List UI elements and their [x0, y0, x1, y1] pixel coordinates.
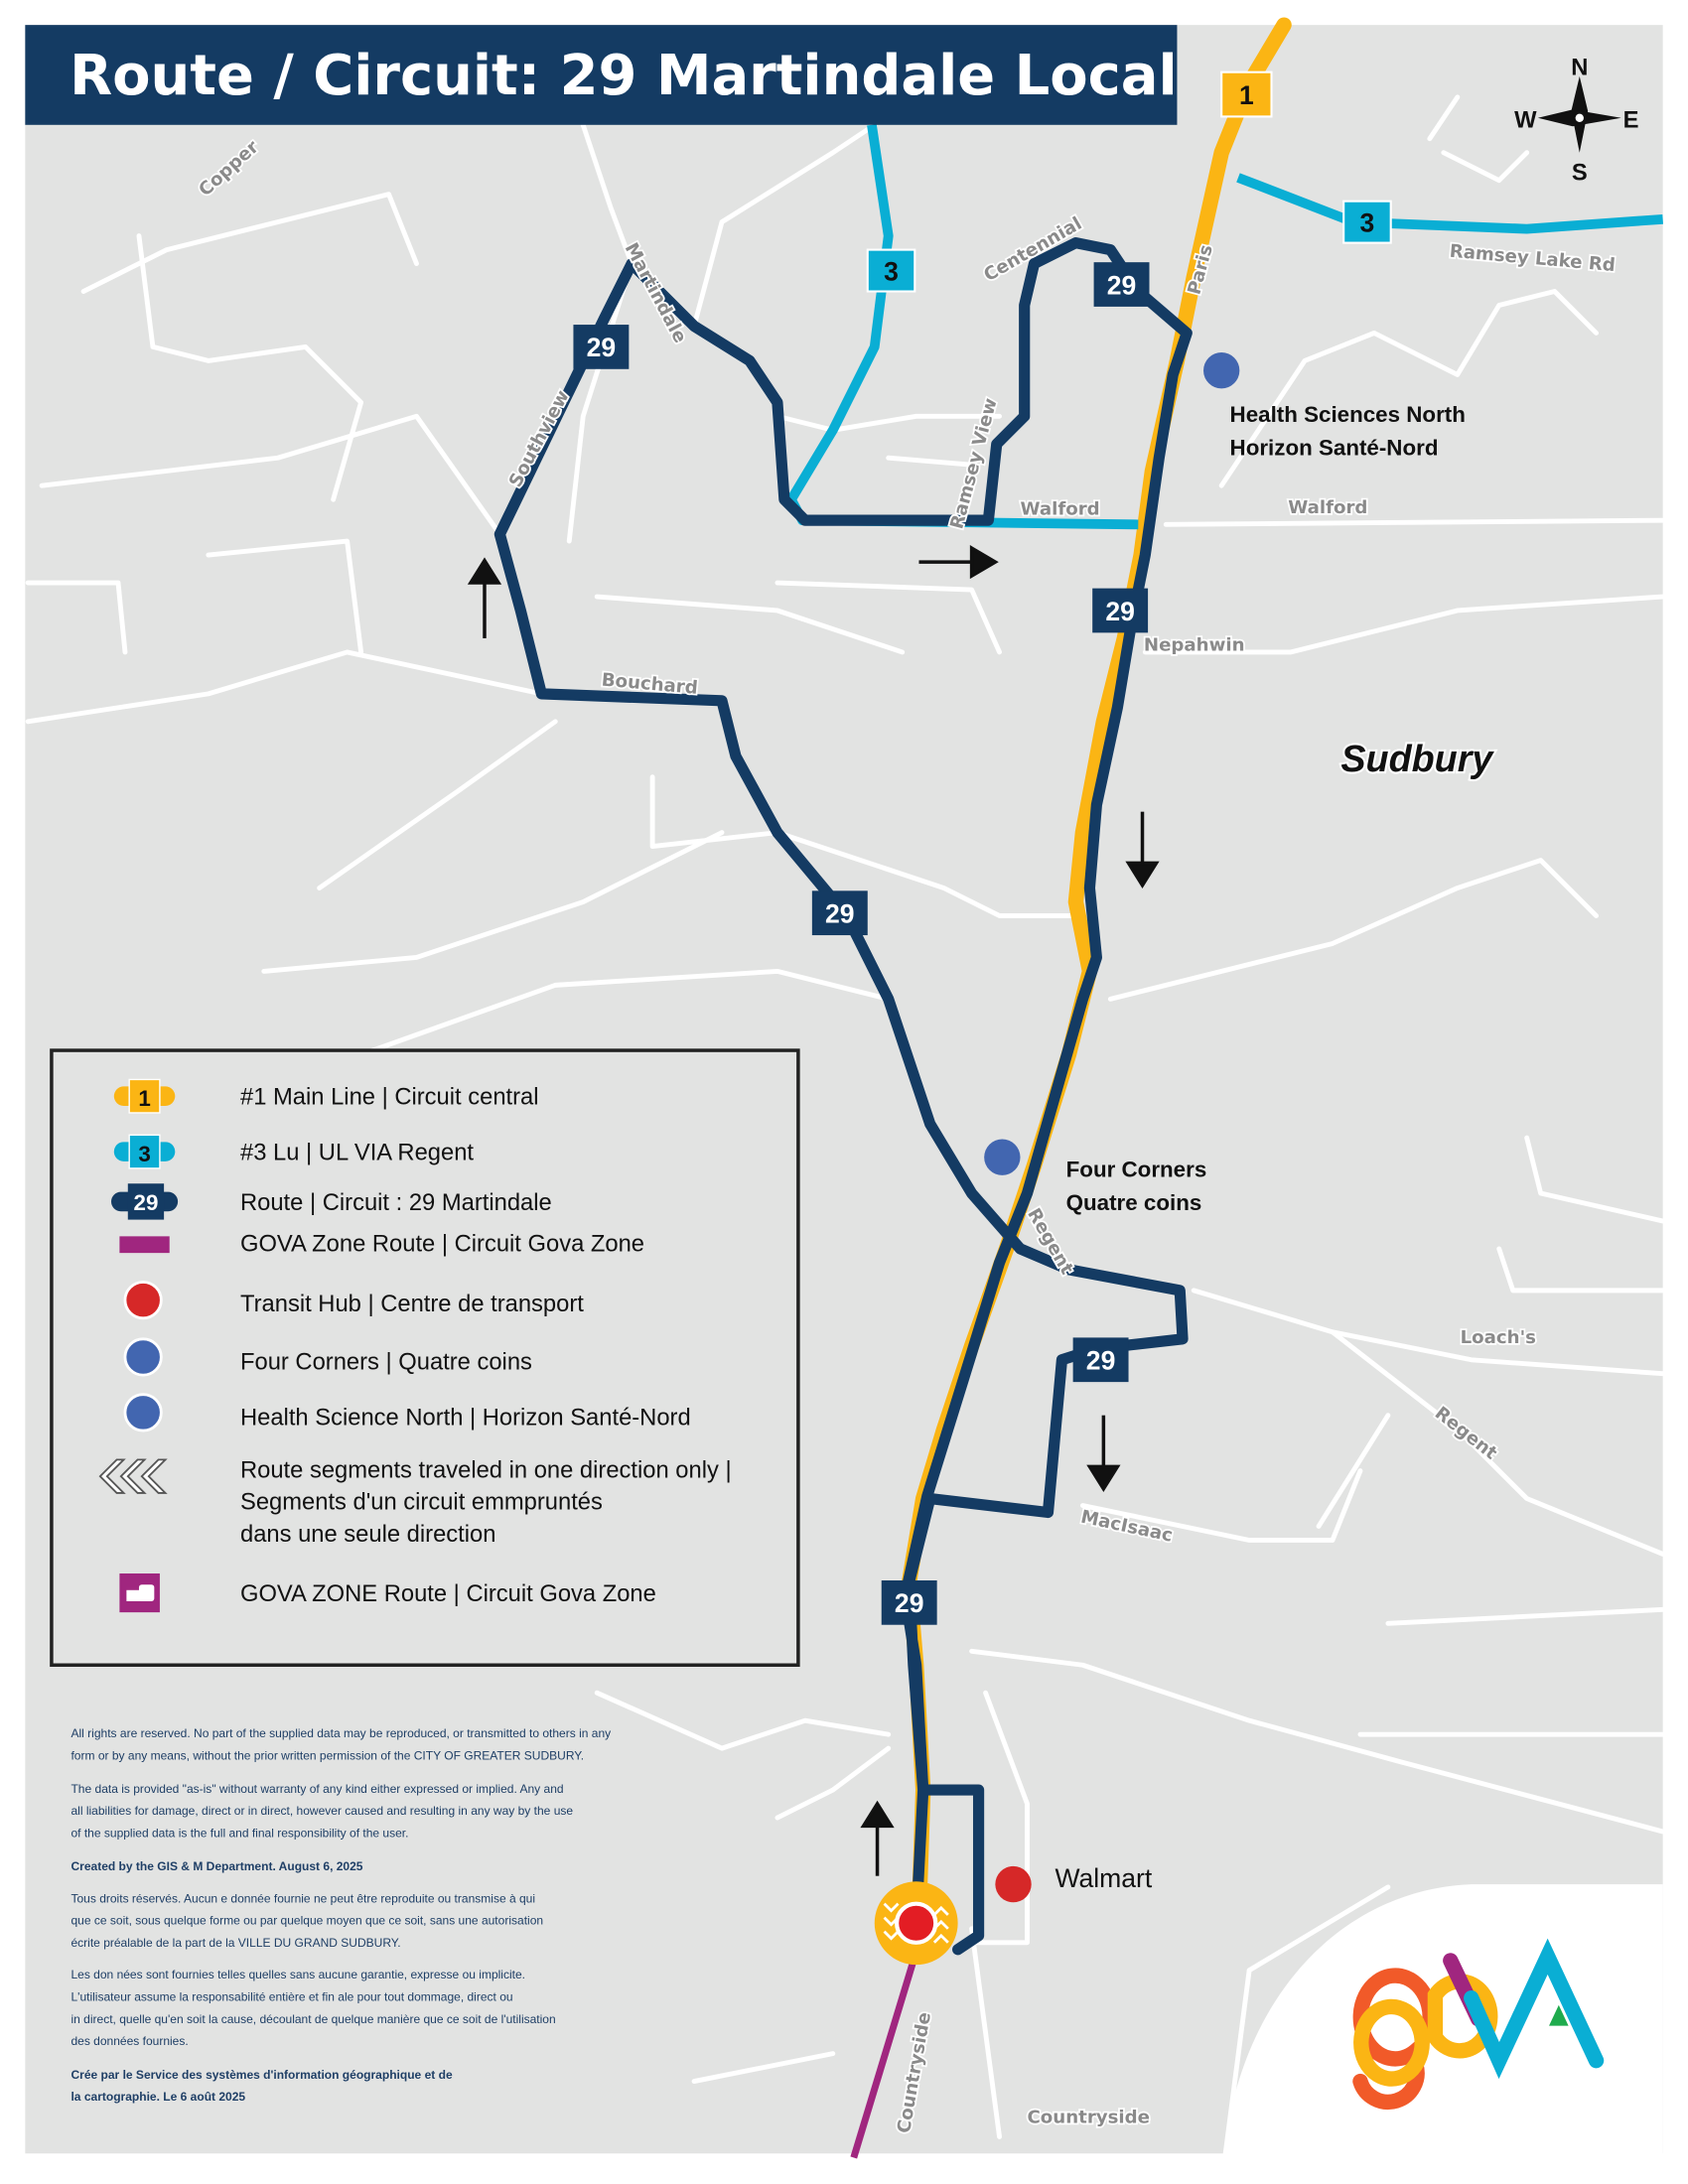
svg-text:29: 29	[1086, 1346, 1116, 1376]
svg-text:all liabilities for damage, di: all liabilities for damage, direct or in…	[70, 1804, 573, 1818]
svg-text:N: N	[1571, 54, 1588, 80]
gova-zone-vehicle-icon	[119, 1573, 160, 1613]
route-3-legend-icon: 3	[113, 1134, 176, 1169]
svg-text:que ce soit, sous quelque form: que ce soit, sous quelque forme ou par q…	[70, 1914, 543, 1928]
hsn-legend-icon	[123, 1393, 163, 1433]
road-network	[25, 94, 1666, 2184]
route-3-badge: 3	[866, 248, 916, 293]
hsn-label: Health Sciences North	[1230, 402, 1466, 427]
svg-text:1: 1	[1239, 80, 1254, 110]
four-corners-marker[interactable]	[984, 1139, 1021, 1175]
svg-text:#1 Main Line | Circuit central: #1 Main Line | Circuit central	[240, 1084, 539, 1111]
legend: 1 #1 Main Line | Circuit central 3 #3 Lu…	[50, 1048, 800, 1668]
walmart-marker[interactable]	[995, 1865, 1032, 1903]
four-corners-label: Four Corners	[1066, 1157, 1207, 1181]
svg-text:Bouchard: Bouchard	[601, 670, 699, 699]
arrow-up-icon	[860, 1800, 895, 1876]
svg-text:in direct, quelle qu'en soit l: in direct, quelle qu'en soit la cause, d…	[70, 2012, 555, 2026]
svg-text:écrite préalable de la part de: écrite préalable de la part de la VILLE …	[70, 1936, 400, 1950]
svg-text:3: 3	[138, 1142, 150, 1166]
svg-text:Four Corners | Quatre coins: Four Corners | Quatre coins	[240, 1349, 532, 1376]
svg-text:form or by any means, without: form or by any means, without the prior …	[70, 1748, 584, 1762]
direction-arrows	[467, 545, 1160, 1876]
page-title: Route / Circuit: 29 Martindale Local	[70, 44, 1178, 108]
svg-text:L'utilisateur assume la respon: L'utilisateur assume la responsabilité e…	[70, 1990, 512, 2004]
svg-text:29: 29	[587, 333, 617, 362]
transit-hub-marker[interactable]	[874, 1881, 958, 1966]
svg-text:1: 1	[138, 1086, 150, 1111]
svg-text:Nepahwin: Nepahwin	[1144, 635, 1245, 656]
arrow-down-icon	[1125, 811, 1160, 889]
svg-text:29: 29	[134, 1190, 159, 1215]
svg-text:Loach's: Loach's	[1461, 1327, 1536, 1348]
svg-text:Tous droits réservés. Aucun e: Tous droits réservés. Aucun e donnée fou…	[70, 1891, 535, 1905]
route-1-badge: 1	[1220, 70, 1273, 118]
route-3-line-east[interactable]	[1236, 173, 1663, 234]
compass-rose-icon: N S E W	[1514, 54, 1638, 186]
svg-text:#3 Lu | UL VIA Regent: #3 Lu | UL VIA Regent	[240, 1139, 474, 1165]
svg-text:GOVA ZONE Route | Circuit Gova: GOVA ZONE Route | Circuit Gova Zone	[240, 1580, 656, 1607]
disclaimer: All rights are reserved. No part of the …	[70, 1726, 611, 2104]
svg-text:Segments d'un circuit emmprunt: Segments d'un circuit emmpruntés	[240, 1489, 603, 1516]
arrow-up-icon	[467, 557, 502, 638]
route-29-badge: 29	[811, 890, 868, 936]
gova-zone-legend-icon	[119, 1236, 170, 1254]
gova-zone-line[interactable]	[850, 1941, 922, 2159]
hsn-label-fr: Horizon Santé-Nord	[1230, 435, 1439, 460]
svg-text:E: E	[1623, 107, 1639, 134]
svg-text:All rights are reserved. No pa: All rights are reserved. No part of the …	[70, 1726, 611, 1740]
svg-text:Walford: Walford	[1288, 497, 1367, 518]
svg-text:GOVA Zone Route | Circuit Gova: GOVA Zone Route | Circuit Gova Zone	[240, 1231, 644, 1258]
gova-logo	[1352, 1938, 1605, 2110]
walmart-label: Walmart	[1055, 1863, 1152, 1893]
four-corners-label-fr: Quatre coins	[1066, 1190, 1202, 1215]
svg-text:3: 3	[884, 256, 899, 286]
route-29-badge: 29	[881, 1579, 937, 1625]
arrow-right-icon	[918, 545, 999, 580]
svg-text:Walford: Walford	[1021, 499, 1100, 520]
chevrons-left-icon	[98, 1458, 168, 1494]
svg-text:Route | Circuit : 29 Martindal: Route | Circuit : 29 Martindale	[240, 1189, 552, 1216]
svg-text:des données fournies.: des données fournies.	[70, 2034, 188, 2048]
route-3-badge: 3	[1342, 200, 1392, 244]
route-29-badge: 29	[1072, 1337, 1129, 1383]
svg-text:29: 29	[825, 898, 855, 928]
svg-text:Transit Hub | Centre de transp: Transit Hub | Centre de transport	[240, 1291, 584, 1317]
route-29-legend-icon: 29	[111, 1183, 179, 1220]
route-29-badge: 29	[1093, 262, 1150, 307]
title-bar	[25, 25, 1178, 125]
route-1-legend-icon: 1	[113, 1078, 176, 1114]
city-label: Sudbury	[1340, 738, 1494, 779]
svg-text:The data is provided "as-is" w: The data is provided "as-is" without war…	[70, 1782, 563, 1796]
svg-text:3: 3	[1360, 207, 1375, 237]
svg-text:29: 29	[895, 1588, 924, 1618]
svg-text:Health Science North | Horizon: Health Science North | Horizon Santé-Nor…	[240, 1404, 691, 1431]
route-29-badge: 29	[573, 325, 630, 369]
arrow-down-icon	[1086, 1415, 1121, 1493]
svg-text:la cartographie. Le 6 août 202: la cartographie. Le 6 août 2025	[70, 2090, 245, 2104]
route-29-line[interactable]	[493, 237, 1193, 1956]
svg-text:dans une seule direction: dans une seule direction	[240, 1521, 495, 1548]
svg-text:S: S	[1572, 160, 1588, 187]
transit-hub-legend-icon	[123, 1281, 163, 1320]
svg-text:Countryside: Countryside	[1027, 2108, 1149, 2128]
four-corners-legend-icon	[123, 1337, 163, 1377]
svg-text:Route segments traveled in one: Route segments traveled in one direction…	[240, 1457, 732, 1484]
health-sciences-north-marker[interactable]	[1203, 352, 1240, 389]
svg-text:29: 29	[1105, 597, 1135, 626]
svg-text:Crée par le Service des systèm: Crée par le Service des systèmes d'infor…	[70, 2068, 452, 2082]
svg-text:Created by the GIS & M Departm: Created by the GIS & M Department. Augus…	[70, 1859, 362, 1873]
svg-text:of the supplied data is the fu: of the supplied data is the full and fin…	[70, 1827, 408, 1841]
svg-text:Les don nées sont fournies tel: Les don nées sont fournies telles quelle…	[70, 1968, 525, 1981]
svg-text:W: W	[1514, 107, 1537, 134]
route-29-badge: 29	[1092, 588, 1149, 633]
svg-text:29: 29	[1107, 270, 1137, 300]
